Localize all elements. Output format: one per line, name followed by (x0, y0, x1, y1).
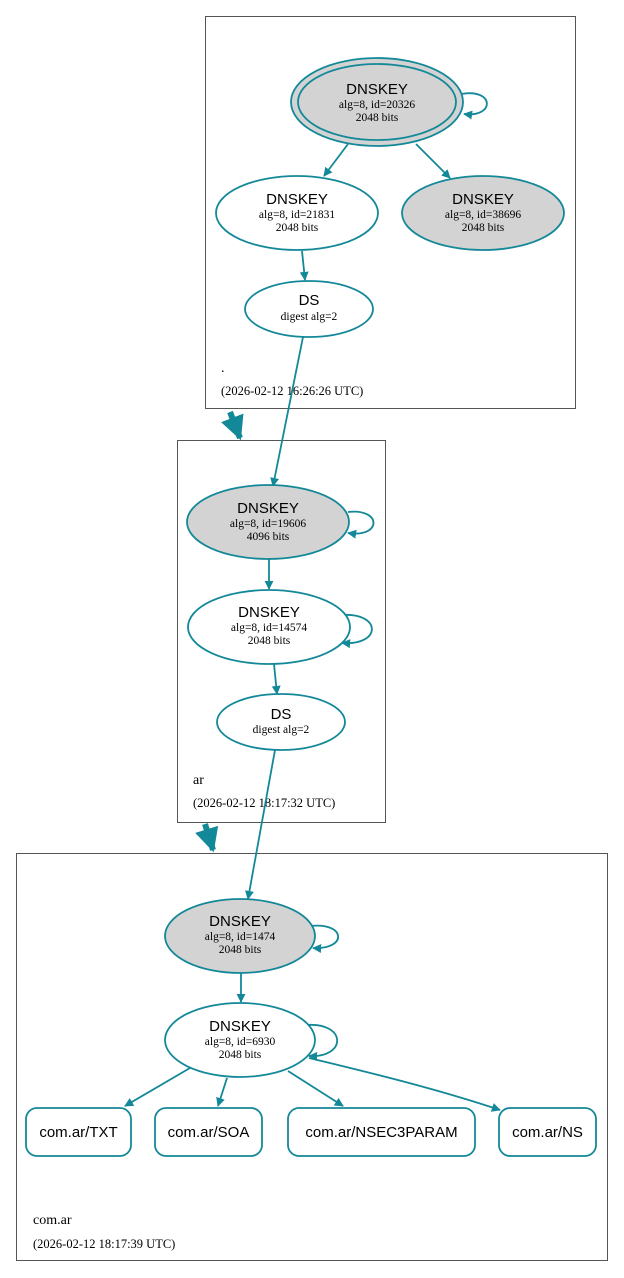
node-detail: digest alg=2 (281, 311, 338, 323)
node-title: DNSKEY (346, 81, 408, 98)
rrset-node-soa[interactable]: com.ar/SOA (154, 1107, 263, 1157)
sign-edge (299, 250, 309, 281)
node-detail: 2048 bits (276, 222, 319, 234)
zone-timestamp: (2026-02-12 18:17:32 UTC) (193, 796, 335, 810)
node-detail: alg=8, id=1474 (205, 931, 276, 943)
dnskey-node-root-38696[interactable]: DNSKEY alg=8, id=38696 2048 bits (401, 175, 565, 251)
node-title: DNSKEY (209, 1018, 271, 1035)
zone-name: ar (193, 773, 204, 788)
delegation-arrow-ar-comar (195, 823, 219, 853)
rrset-label: com.ar/SOA (168, 1124, 250, 1141)
rrset-node-txt[interactable]: com.ar/TXT (25, 1107, 132, 1157)
rrset-label: com.ar/NS (512, 1124, 583, 1141)
ds-node-root[interactable]: DS digest alg=2 (244, 280, 374, 338)
node-detail: 2048 bits (356, 112, 399, 124)
ds-edge (245, 749, 276, 900)
node-detail: alg=8, id=14574 (231, 622, 307, 634)
dnskey-node-comar-ksk[interactable]: DNSKEY alg=8, id=1474 2048 bits (164, 898, 316, 974)
sign-edge (124, 1067, 191, 1107)
node-detail: 4096 bits (247, 531, 290, 543)
sign-edge (271, 663, 281, 695)
sign-edge (308, 1057, 501, 1112)
zone-box-comar: com.ar (2026-02-12 18:17:39 UTC) (16, 853, 608, 1261)
self-sign-edge (347, 510, 375, 539)
self-sign-edge (305, 1024, 338, 1061)
ds-edge (270, 336, 304, 487)
node-detail: alg=8, id=38696 (445, 209, 521, 221)
zone-timestamp: (2026-02-12 18:17:39 UTC) (33, 1237, 175, 1251)
node-title: DS (299, 292, 320, 309)
node-detail: digest alg=2 (253, 724, 310, 736)
node-detail: alg=8, id=19606 (230, 518, 306, 530)
dnskey-node-comar-zsk[interactable]: DNSKEY alg=8, id=6930 2048 bits (164, 1002, 316, 1078)
self-sign-edge (460, 92, 488, 120)
node-title: DNSKEY (452, 191, 514, 208)
sign-edge (415, 143, 451, 179)
dnskey-node-ar-zsk[interactable]: DNSKEY alg=8, id=14574 2048 bits (187, 589, 351, 665)
node-detail: 2048 bits (219, 1049, 262, 1061)
rrset-node-nsec3param[interactable]: com.ar/NSEC3PARAM (287, 1107, 476, 1157)
self-sign-edge (309, 924, 340, 953)
zone-name: . (221, 361, 225, 376)
sign-edge (323, 143, 349, 177)
dnskey-node-root-ksk[interactable]: DNSKEY alg=8, id=20326 2048 bits (290, 57, 464, 147)
zone-name: com.ar (33, 1213, 72, 1228)
node-detail: 2048 bits (219, 944, 262, 956)
node-title: DNSKEY (238, 604, 300, 621)
rrset-label: com.ar/NSEC3PARAM (305, 1124, 457, 1141)
node-title: DNSKEY (266, 191, 328, 208)
node-title: DNSKEY (209, 913, 271, 930)
node-detail: 2048 bits (462, 222, 505, 234)
delegation-arrow-root-ar (221, 410, 244, 441)
node-detail: alg=8, id=21831 (259, 209, 335, 221)
rrset-node-ns[interactable]: com.ar/NS (498, 1107, 597, 1157)
rrset-label: com.ar/TXT (39, 1124, 117, 1141)
node-detail: alg=8, id=6930 (205, 1036, 276, 1048)
node-title: DNSKEY (237, 500, 299, 517)
sign-edge (287, 1070, 344, 1107)
sign-edge (216, 1077, 228, 1107)
node-detail: alg=8, id=20326 (339, 99, 415, 111)
ds-node-ar[interactable]: DS digest alg=2 (216, 693, 346, 751)
node-detail: 2048 bits (248, 635, 291, 647)
dnskey-node-ar-ksk[interactable]: DNSKEY alg=8, id=19606 4096 bits (186, 484, 350, 560)
node-title: DS (271, 706, 292, 723)
dnskey-node-root-zsk[interactable]: DNSKEY alg=8, id=21831 2048 bits (215, 175, 379, 251)
self-sign-edge (340, 614, 373, 649)
